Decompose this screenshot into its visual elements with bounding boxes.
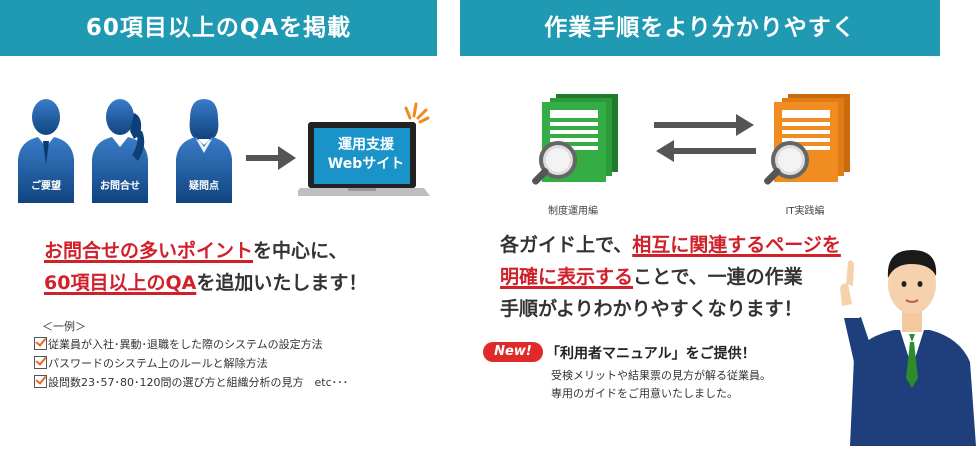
- businessman-illustration: [820, 238, 980, 446]
- example-item: 従業員が入社･異動･退職をした際のシステムの設定方法: [34, 336, 323, 352]
- person-label: 疑問点: [189, 181, 219, 192]
- left-lead-rest2: を追加いたします！: [196, 272, 368, 294]
- examples-heading: ＜一例＞: [42, 320, 86, 333]
- laptop-line1: 運用支援: [338, 137, 394, 153]
- left-banner: 60項目以上のQAを掲載: [0, 0, 437, 56]
- right-lead-line2: 明確に表示することで、一連の作業: [500, 262, 803, 292]
- doc-caption-left: 制度運用編: [548, 206, 598, 217]
- person-label: ご要望: [31, 181, 61, 192]
- manual-line2: 専用のガイドをご用意いたしました。: [551, 387, 738, 400]
- laptop-line2: Webサイト: [327, 156, 405, 172]
- left-lead-line1: お問合せの多いポイントを中心に、: [44, 236, 347, 266]
- new-badge: New!: [483, 342, 543, 362]
- left-banner-title: 60項目以上のQAを掲載: [85, 15, 352, 41]
- person-request: ご要望: [14, 95, 78, 203]
- right-lead-line3: 手順がよりわかりやすくなります！: [500, 294, 803, 324]
- checkbox-icon: [34, 375, 47, 388]
- example-item: パスワードのシステム上のルールと解除方法: [34, 355, 268, 371]
- right-banner: 作業手順をより分かりやすく: [460, 0, 940, 56]
- right-banner-title: 作業手順をより分かりやすく: [544, 15, 856, 41]
- exchange-arrows-icon: [654, 114, 756, 162]
- person-question: 疑問点: [172, 95, 236, 203]
- person-icon: [18, 99, 74, 203]
- example-item: 設問数23･57･80･120問の選び方と組織分析の見方 etc･･･: [34, 374, 348, 390]
- right-lead-norm3: 手順がよりわかりやすくなります！: [500, 298, 803, 320]
- right-lead-norm1: 各ガイド上で、: [500, 234, 633, 256]
- orange-document-icon: [764, 94, 850, 185]
- left-lead-rest1: を中心に、: [253, 240, 348, 262]
- person-phone-icon: [92, 99, 148, 203]
- manual-line1: 受検メリットや結果票の見方が解る従業員。: [551, 369, 771, 382]
- example-text: パスワードのシステム上のルールと解除方法: [48, 357, 268, 370]
- manual-title: 「利用者マニュアル」をご提供！: [546, 346, 756, 362]
- person-inquiry: お問合せ: [88, 95, 152, 203]
- right-lead-highlight2: 明確に表示する: [500, 266, 634, 288]
- doc-it: [752, 88, 862, 200]
- laptop-icon: [294, 102, 430, 196]
- left-lead-highlight2: 60項目以上のQA: [44, 272, 197, 294]
- left-lead-highlight1: お問合せの多いポイント: [44, 240, 254, 262]
- example-text: 設問数23･57･80･120問の選び方と組織分析の見方 etc･･･: [48, 376, 349, 389]
- doc-seido: [520, 88, 630, 200]
- person-icon: [176, 99, 232, 203]
- right-lead-line1: 各ガイド上で、相互に関連するページを: [500, 230, 841, 260]
- person-label: お問合せ: [100, 181, 140, 192]
- laptop-website: 運用支援 Webサイト: [294, 100, 438, 200]
- green-document-icon: [532, 94, 618, 185]
- right-lead-rest2: ことで、一連の作業: [633, 266, 803, 288]
- right-arrow-icon: [246, 146, 296, 170]
- checkbox-icon: [34, 337, 47, 350]
- example-text: 従業員が入社･異動･退職をした際のシステムの設定方法: [48, 338, 323, 351]
- checkbox-icon: [34, 356, 47, 369]
- doc-caption-right: IT実践編: [785, 206, 825, 217]
- left-lead-line2: 60項目以上のQAを追加いたします！: [44, 268, 367, 298]
- businessman-pointing-icon: [840, 250, 976, 446]
- right-lead-highlight1: 相互に関連するページを: [632, 234, 841, 256]
